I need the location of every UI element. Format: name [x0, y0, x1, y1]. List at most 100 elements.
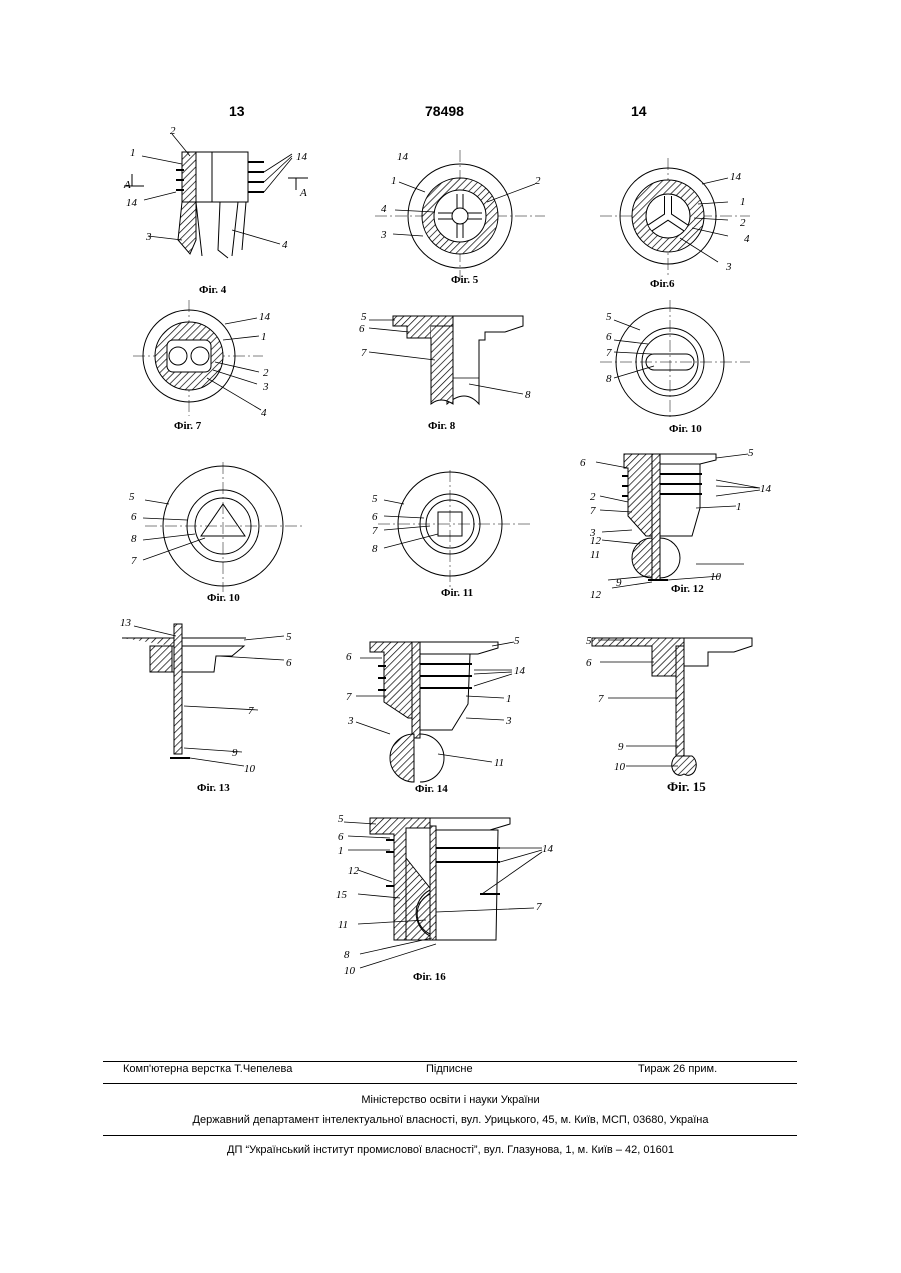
- fig12-label-7: 7: [590, 505, 596, 517]
- fig6-label-4: 4: [744, 233, 750, 245]
- figure-7-caption: Фіг. 7: [174, 420, 201, 432]
- fig5-label-3: 3: [380, 229, 387, 241]
- fig9-label-7: 7: [606, 347, 612, 359]
- fig14-label-3-right: 3: [505, 715, 512, 727]
- figure-6-caption: Фіг.6: [650, 278, 675, 290]
- fig13-label-10: 10: [244, 763, 256, 775]
- footer-ministry: Міністерство освіти і науки України: [0, 1094, 901, 1106]
- figure-13-drawing: 13 5 6 7 9 10: [114, 616, 304, 776]
- page-number-left: 13: [229, 103, 245, 119]
- fig16-label-6: 6: [338, 831, 344, 843]
- fig10-label-8: 8: [131, 533, 137, 545]
- fig16-label-8: 8: [344, 949, 350, 961]
- figure-15-drawing: 5 6 7 9 10: [584, 628, 774, 778]
- fig13-label-5: 5: [286, 631, 292, 643]
- fig16-label-15: 15: [336, 889, 348, 901]
- figure-8-drawing: 5 6 7 8: [355, 308, 545, 418]
- figure-12-drawing: 6 5 14 2 7 1 3 12 11 9 10 12: [576, 446, 776, 596]
- fig14-label-3-left: 3: [347, 715, 354, 727]
- figure-15-caption: Фіг. 15: [667, 779, 706, 795]
- fig10-label-6: 6: [131, 511, 137, 523]
- figure-14-caption: Фіг. 14: [415, 783, 448, 795]
- fig7-label-3: 3: [262, 381, 269, 393]
- fig16-label-1: 1: [338, 845, 344, 857]
- fig12-label-12-bottom: 12: [590, 589, 602, 601]
- fig14-label-1: 1: [506, 693, 512, 705]
- figure-10-caption: Фіг. 10: [207, 592, 240, 604]
- fig12-label-1: 1: [736, 501, 742, 513]
- footer-divider-bottom: [103, 1135, 797, 1136]
- fig6-label-2: 2: [740, 217, 746, 229]
- figure-8-caption: Фіг. 8: [428, 420, 455, 432]
- fig4-label-1: 1: [130, 147, 136, 159]
- fig6-label-1: 1: [740, 196, 746, 208]
- figure-10-drawing: 5 6 8 7: [125, 462, 315, 592]
- page-number-right: 14: [631, 103, 647, 119]
- fig16-label-11: 11: [338, 919, 348, 931]
- fig12-label-2: 2: [590, 491, 596, 503]
- figure-6-drawing: 14 1 2 4 3: [600, 158, 770, 278]
- patent-number: 78498: [425, 103, 464, 119]
- figure-11-drawing: 5 6 7 8: [368, 470, 538, 590]
- figure-7-drawing: 14 1 2 3 4: [133, 300, 293, 420]
- fig16-label-7: 7: [536, 901, 542, 913]
- fig4-label-a-right: A: [299, 187, 307, 199]
- fig12-label-12-top: 12: [590, 535, 602, 547]
- fig14-label-6: 6: [346, 651, 352, 663]
- fig11-label-7: 7: [372, 525, 378, 537]
- fig15-label-7: 7: [598, 693, 604, 705]
- fig13-label-9: 9: [232, 747, 238, 759]
- figure-16-caption: Фіг. 16: [413, 971, 446, 983]
- fig12-label-5: 5: [748, 447, 754, 459]
- figure-16-drawing: 5 6 1 14 12 15 7 11 8 10: [330, 808, 570, 988]
- footer-divider-top: [103, 1061, 797, 1062]
- figure-5-drawing: 14 1 2 4 3: [375, 150, 555, 280]
- fig12-label-14: 14: [760, 483, 772, 495]
- fig16-label-5: 5: [338, 813, 344, 825]
- fig7-label-1: 1: [261, 331, 267, 343]
- fig14-label-7: 7: [346, 691, 352, 703]
- fig4-label-14-right: 14: [296, 151, 308, 163]
- fig9-label-5: 5: [606, 311, 612, 323]
- fig5-label-1: 1: [391, 175, 397, 187]
- fig7-label-2: 2: [263, 367, 269, 379]
- fig5-label-14: 14: [397, 151, 409, 163]
- footer-institute: ДП “Український інститут промислової вла…: [0, 1144, 901, 1156]
- fig12-label-11: 11: [590, 549, 600, 561]
- fig5-label-2: 2: [535, 175, 541, 187]
- fig15-label-9: 9: [618, 741, 624, 753]
- fig12-label-10: 10: [710, 571, 722, 583]
- fig14-label-5: 5: [514, 635, 520, 647]
- fig10-label-5: 5: [129, 491, 135, 503]
- fig15-label-5: 5: [586, 635, 592, 647]
- fig7-label-4: 4: [261, 407, 267, 419]
- figure-14-drawing: 6 5 14 7 1 3 3 11: [342, 634, 532, 784]
- figure-9-drawing: 5 6 7 8: [600, 300, 760, 420]
- figure-12-caption: Фіг. 12: [671, 583, 704, 595]
- footer-signed: Підписне: [426, 1063, 473, 1075]
- fig10-label-7: 7: [131, 555, 137, 567]
- fig15-label-6: 6: [586, 657, 592, 669]
- fig14-label-14: 14: [514, 665, 526, 677]
- fig16-label-12: 12: [348, 865, 360, 877]
- fig8-label-8: 8: [525, 389, 531, 401]
- footer-layout-by: Комп'ютерна верстка Т.Чепелева: [123, 1063, 292, 1075]
- fig12-label-9: 9: [616, 577, 622, 589]
- fig4-label-2: 2: [170, 125, 176, 137]
- fig6-label-3: 3: [725, 261, 732, 273]
- fig7-label-14: 14: [259, 311, 271, 323]
- fig16-label-10: 10: [344, 965, 356, 977]
- fig9-label-8: 8: [606, 373, 612, 385]
- fig5-label-4: 4: [381, 203, 387, 215]
- figure-13-caption: Фіг. 13: [197, 782, 230, 794]
- fig6-label-14: 14: [730, 171, 742, 183]
- fig4-label-a-left: A: [123, 179, 131, 191]
- fig15-label-10: 10: [614, 761, 626, 773]
- fig16-label-14: 14: [542, 843, 554, 855]
- figure-5-caption: Фіг. 5: [451, 274, 478, 286]
- fig14-label-11: 11: [494, 757, 504, 769]
- fig13-label-7: 7: [248, 705, 254, 717]
- fig11-label-5: 5: [372, 493, 378, 505]
- fig12-label-6: 6: [580, 457, 586, 469]
- fig8-label-7: 7: [361, 347, 367, 359]
